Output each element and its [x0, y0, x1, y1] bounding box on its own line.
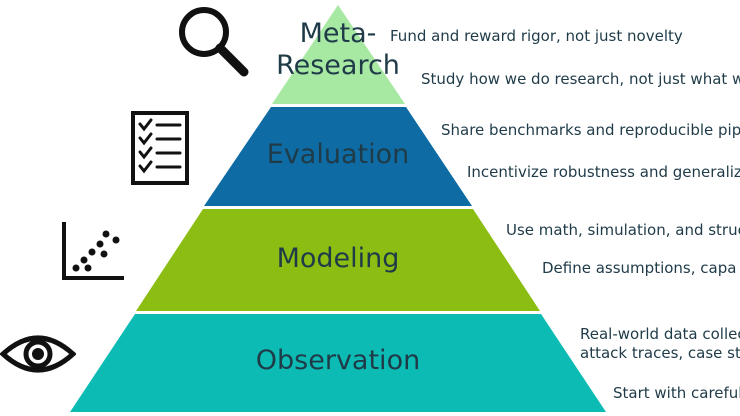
tier-modeling: [136, 209, 540, 311]
tier-label-evaluation: Evaluation: [238, 139, 438, 171]
tier-label-observation: Observation: [218, 345, 458, 377]
tier-label-line: Modeling: [276, 243, 400, 274]
tier-label-line: Evaluation: [266, 139, 410, 170]
note-modeling-1: Use math, simulation, and struc: [506, 221, 740, 239]
note-modeling-2: Define assumptions, capa: [542, 259, 737, 277]
note-meta-research-1: Fund and reward rigor, not just novelty: [390, 27, 683, 45]
note-observation-2: attack traces, case st: [580, 344, 740, 362]
checklist-icon: [131, 111, 189, 185]
note-meta-research-2: Study how we do research, not just what …: [421, 70, 740, 88]
eye-icon: [0, 335, 76, 373]
magnifier-icon: [179, 7, 249, 77]
tier-label-modeling: Modeling: [238, 243, 438, 275]
tier-label-line: Research: [276, 50, 400, 81]
tier-label-line: Meta-: [299, 18, 377, 49]
note-evaluation-1: Share benchmarks and reproducible pip: [441, 121, 740, 139]
note-evaluation-2: Incentivize robustness and generaliz: [467, 163, 740, 181]
note-observation-3: Start with careful: [613, 384, 740, 402]
note-observation-1: Real-world data collec: [580, 325, 740, 343]
scatter-plot-icon: [62, 222, 124, 280]
tier-label-line: Observation: [255, 345, 421, 376]
tier-evaluation: [204, 107, 472, 206]
tier-meta-research: [272, 5, 405, 104]
tier-observation: [70, 314, 606, 412]
tier-label-meta-research: Meta- Research: [258, 18, 418, 82]
